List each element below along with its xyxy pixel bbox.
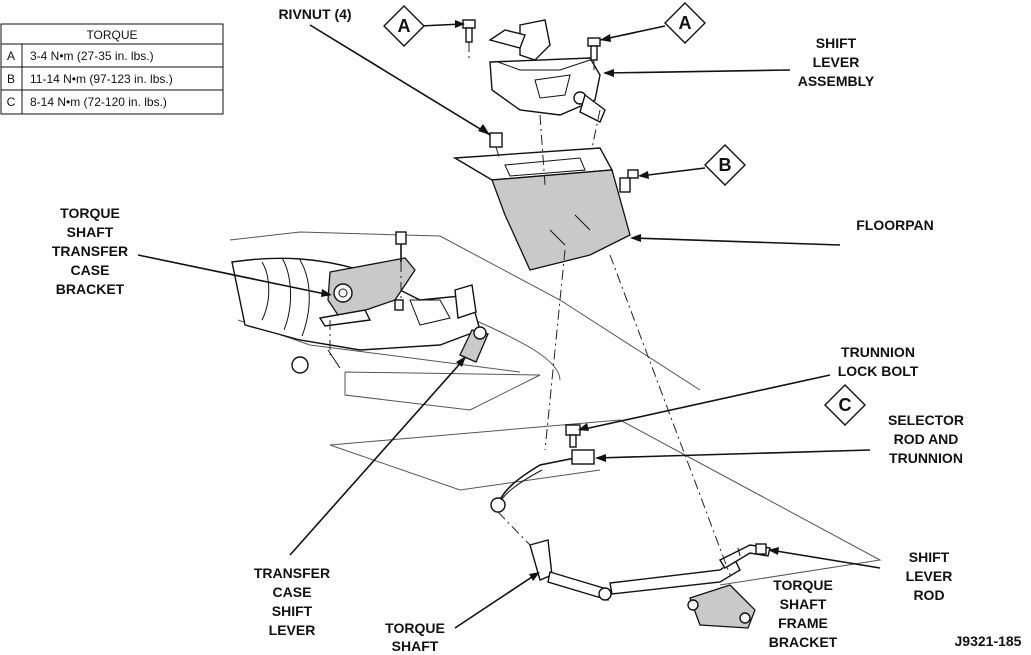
svg-text:CASE: CASE [273, 584, 312, 600]
svg-text:SELECTOR: SELECTOR [888, 412, 964, 428]
svg-text:LEVER: LEVER [813, 54, 860, 70]
label-selector-rod-and-trunnion: SELECTOR ROD AND TRUNNION [888, 412, 964, 466]
ref-marker-c: C [824, 384, 866, 426]
selector-rod-and-trunnion [490, 449, 595, 513]
svg-text:TORQUE: TORQUE [60, 205, 120, 221]
label-transfer-case-shift-lever: TRANSFER CASE SHIFT LEVER [254, 565, 330, 638]
ref-marker-a-right: A [664, 2, 706, 44]
torque-row-b-value: 11-14 N•m (97-123 in. lbs.) [30, 72, 173, 86]
shift-lever-rod [718, 543, 771, 569]
svg-text:TORQUE: TORQUE [773, 577, 833, 593]
svg-text:SHAFT: SHAFT [780, 596, 827, 612]
torque-table-title: TORQUE [86, 28, 137, 42]
leader-lines [137, 20, 881, 629]
svg-text:A: A [398, 16, 411, 36]
svg-text:SHAFT: SHAFT [392, 638, 439, 654]
label-trunnion-lock-bolt: TRUNNION LOCK BOLT [838, 344, 919, 379]
svg-text:TORQUE: TORQUE [385, 620, 445, 636]
label-torque-shaft-frame-bracket: TORQUE SHAFT FRAME BRACKET [769, 577, 838, 650]
svg-text:SHIFT: SHIFT [816, 35, 857, 51]
svg-text:FLOORPAN: FLOORPAN [856, 217, 934, 233]
shift-lever-bolt-right [587, 37, 601, 61]
label-torque-shaft: TORQUE SHAFT [385, 620, 445, 654]
svg-text:ASSEMBLY: ASSEMBLY [798, 73, 875, 89]
svg-text:BRACKET: BRACKET [769, 634, 838, 650]
assembly-center-lines [329, 42, 731, 576]
svg-text:SHAFT: SHAFT [67, 224, 114, 240]
svg-text:ROD AND: ROD AND [894, 431, 959, 447]
svg-text:LOCK BOLT: LOCK BOLT [838, 363, 919, 379]
svg-text:CASE: CASE [71, 262, 110, 278]
torque-row-a-ref: A [7, 49, 15, 63]
svg-text:TRUNNION: TRUNNION [841, 344, 915, 360]
label-floorpan: FLOORPAN [856, 217, 934, 233]
svg-text:ROD: ROD [913, 587, 944, 603]
figure-id: J9321-185 [955, 633, 1022, 649]
label-torque-shaft-transfer-case-bracket: TORQUE SHAFT TRANSFER CASE BRACKET [52, 205, 128, 297]
transfer-case-shift-lever [459, 326, 489, 363]
svg-text:FRAME: FRAME [778, 615, 828, 631]
rivnut [489, 132, 503, 148]
svg-text:LEVER: LEVER [906, 568, 953, 584]
floorpan [452, 147, 631, 271]
svg-text:TRANSFER: TRANSFER [52, 243, 128, 259]
svg-text:TRANSFER: TRANSFER [254, 565, 330, 581]
torque-shaft-frame-bracket [687, 584, 756, 629]
transfer-case-bracket [318, 231, 416, 327]
floorpan-bolt [619, 169, 639, 193]
torque-row-c-ref: C [7, 95, 16, 109]
torque-table: TORQUE A 3-4 N•m (27-35 in. lbs.) B 11-1… [0, 23, 224, 115]
shift-lever-assembly [488, 19, 606, 123]
torque-row-b-ref: B [7, 72, 15, 86]
svg-text:C: C [839, 395, 852, 415]
svg-text:SHIFT: SHIFT [272, 603, 313, 619]
shift-lever-bolt-left [462, 19, 476, 43]
svg-text:RIVNUT (4): RIVNUT (4) [278, 6, 351, 22]
vehicle-floor-outline [229, 231, 882, 586]
torque-row-c-value: 8-14 N•m (72-120 in. lbs.) [30, 95, 167, 109]
svg-text:SHIFT: SHIFT [909, 549, 950, 565]
torque-table-border [0, 23, 224, 115]
ref-marker-b: B [704, 144, 746, 186]
label-shift-lever-assembly: SHIFT LEVER ASSEMBLY [798, 35, 875, 89]
svg-text:LEVER: LEVER [269, 622, 316, 638]
ref-marker-a-left: A [383, 5, 425, 47]
trunnion-lock-bolt [565, 424, 581, 448]
label-shift-lever-rod: SHIFT LEVER ROD [906, 549, 953, 603]
svg-text:J9321-185: J9321-185 [955, 633, 1022, 649]
label-rivnut: RIVNUT (4) [278, 6, 351, 22]
torque-row-a-value: 3-4 N•m (27-35 in. lbs.) [30, 49, 154, 63]
svg-text:BRACKET: BRACKET [56, 281, 125, 297]
svg-text:B: B [719, 155, 732, 175]
svg-text:A: A [679, 13, 692, 33]
torque-shaft [529, 539, 741, 601]
svg-text:TRUNNION: TRUNNION [889, 450, 963, 466]
